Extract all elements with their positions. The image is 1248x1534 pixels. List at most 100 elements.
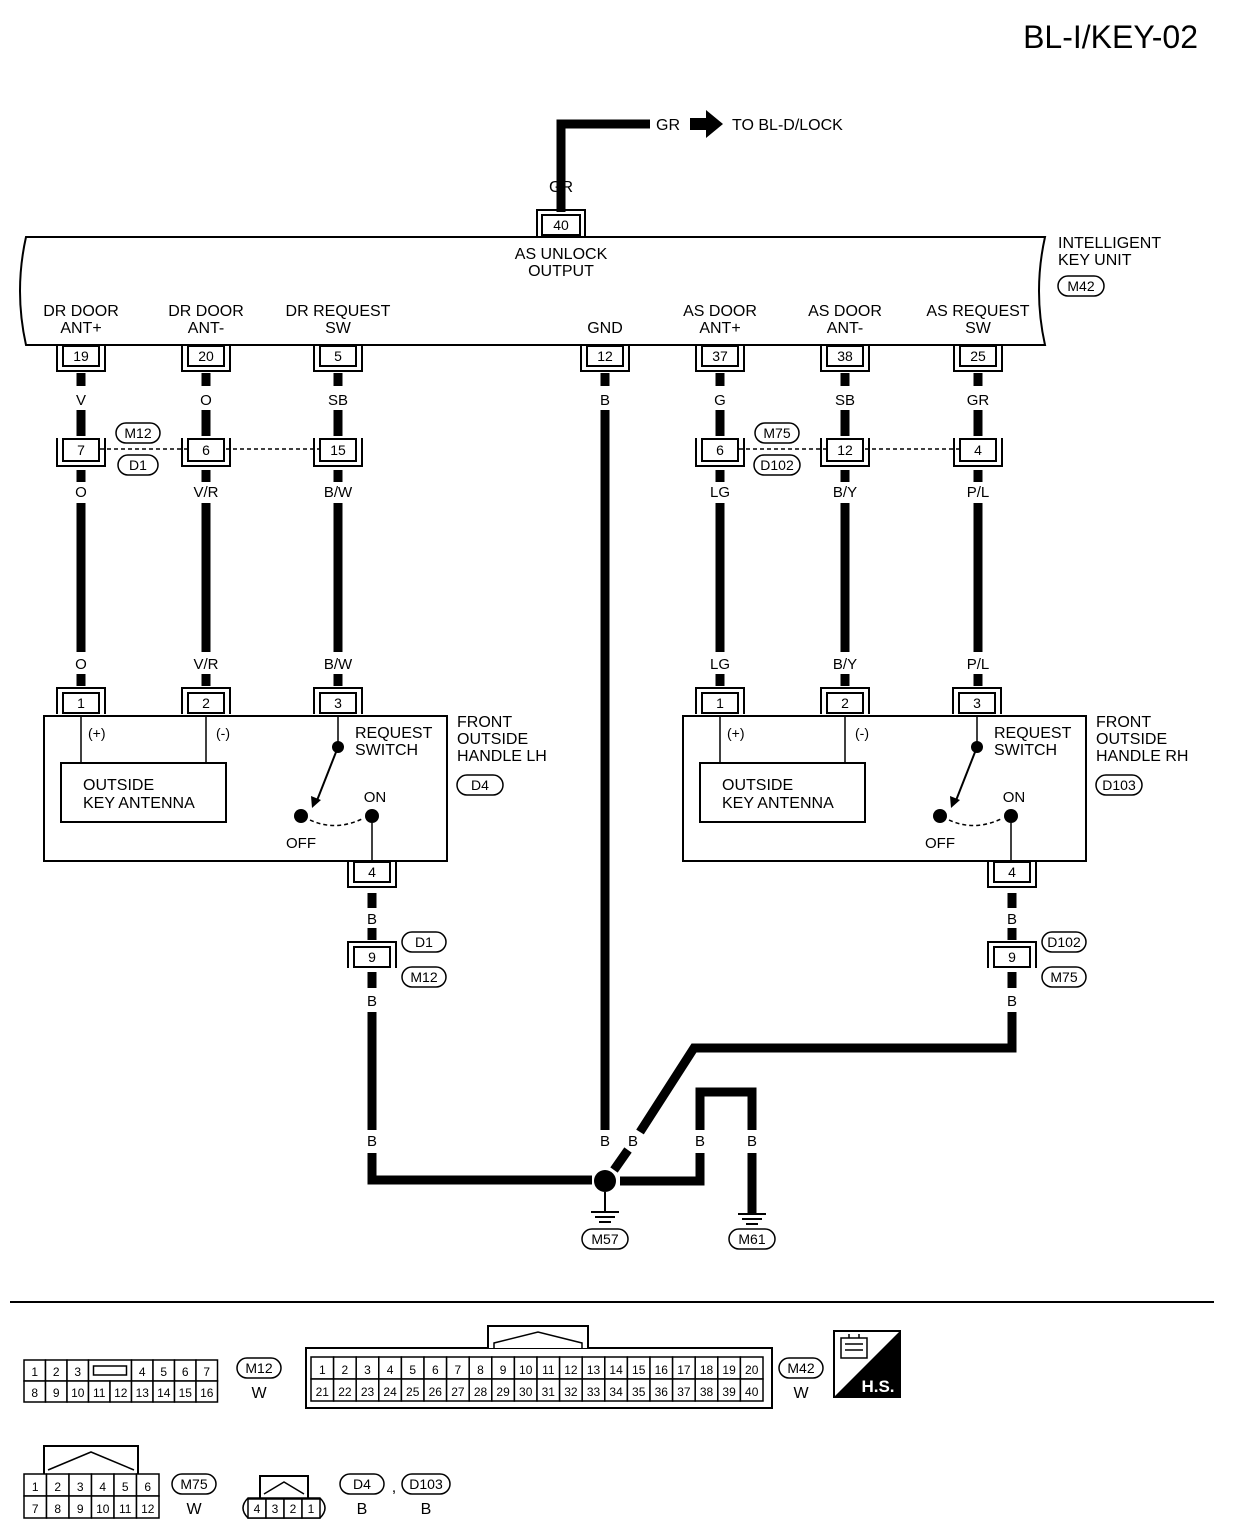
cavity-35: 35 — [626, 1378, 651, 1402]
cavity-31: 31 — [536, 1378, 561, 1402]
left-joint-pin-2: 15 — [313, 438, 363, 467]
switch-arrow-icon — [950, 796, 960, 808]
cavity-4: 4 — [130, 1359, 154, 1382]
svg-text:37: 37 — [677, 1385, 691, 1399]
cavity-15: 15 — [626, 1356, 651, 1380]
cavity-10: 10 — [90, 1495, 115, 1519]
key-antenna-label-1: OUTSIDE — [722, 777, 793, 794]
cavity-3: 3 — [355, 1356, 380, 1380]
handle-ground-pin: 4 — [987, 861, 1037, 888]
cavity-15: 15 — [173, 1380, 197, 1403]
unit-pin-20: 20 — [181, 345, 231, 372]
svg-text:14: 14 — [157, 1386, 171, 1400]
right-wire-handle-1: B/Y — [833, 656, 857, 673]
svg-text:1: 1 — [308, 1502, 315, 1516]
svg-text:4: 4 — [1008, 864, 1016, 880]
connector-tag-m42: M42 — [1057, 275, 1105, 297]
left-wire-handle-2: B/W — [324, 656, 353, 673]
svg-text:12: 12 — [564, 1363, 578, 1377]
cavity-26: 26 — [423, 1378, 448, 1402]
cavity-2: 2 — [332, 1356, 357, 1380]
cavity-36: 36 — [649, 1378, 674, 1402]
cavity-3: 3 — [265, 1498, 285, 1519]
connector-view-icon — [840, 1334, 868, 1359]
handle-name-3: HANDLE LH — [457, 748, 547, 765]
svg-text:38: 38 — [700, 1385, 714, 1399]
cavity-38: 38 — [694, 1378, 719, 1402]
switch-on-label: ON — [364, 789, 387, 806]
arrow-right-icon — [690, 110, 723, 138]
cavity-12: 12 — [558, 1356, 583, 1380]
svg-text:16: 16 — [655, 1363, 669, 1377]
cavity-19: 19 — [717, 1356, 742, 1380]
wire-b-loop-1: B — [695, 1133, 705, 1150]
output-wire-to-door-lock: GR TO BL-D/LOCK GR 40 AS UNLOCK OUTPUT — [515, 110, 843, 280]
cavity-10: 10 — [66, 1380, 90, 1403]
unit-pin-5: 5 — [313, 345, 363, 372]
minus-label: (-) — [855, 725, 869, 741]
switch-off-label: OFF — [286, 835, 316, 852]
right-joint-pin-2: 4 — [953, 438, 1003, 467]
svg-text:2: 2 — [841, 695, 849, 711]
svg-text:22: 22 — [338, 1385, 352, 1399]
cavity-11: 11 — [536, 1356, 561, 1380]
svg-text:3: 3 — [74, 1365, 81, 1379]
svg-text:18: 18 — [700, 1363, 714, 1377]
cavity-7: 7 — [23, 1495, 48, 1519]
terminal-label-6-line2: SW — [965, 320, 992, 337]
svg-text:7: 7 — [32, 1502, 39, 1516]
hs-text: H.S. — [861, 1377, 894, 1396]
ground-joint-tag-lower: M75 — [1041, 966, 1087, 988]
svg-text:12: 12 — [141, 1502, 155, 1516]
handle-name-1: FRONT — [457, 714, 512, 731]
svg-text:20: 20 — [198, 348, 214, 364]
cavity-11: 11 — [87, 1380, 111, 1403]
svg-text:3: 3 — [973, 695, 981, 711]
cavity-2: 2 — [44, 1359, 68, 1382]
svg-text:D1: D1 — [129, 457, 147, 473]
conn-color-m12: W — [251, 1385, 267, 1402]
to-door-lock-text: TO BL-D/LOCK — [732, 117, 843, 134]
ground-joint-tag-upper: D1 — [401, 931, 447, 953]
wire-color-3: B — [600, 392, 610, 409]
svg-text:24: 24 — [383, 1385, 397, 1399]
cavity-24: 24 — [378, 1378, 403, 1402]
svg-text:3: 3 — [334, 695, 342, 711]
handle-name-3: HANDLE RH — [1096, 748, 1188, 765]
latch-tab — [47, 1451, 135, 1471]
svg-text:D1: D1 — [415, 934, 433, 950]
svg-text:M75: M75 — [1050, 969, 1077, 985]
cavity-8: 8 — [468, 1356, 493, 1380]
switch-blade — [315, 746, 339, 804]
cavity-1: 1 — [301, 1498, 321, 1519]
conn-color-m75: W — [186, 1501, 202, 1518]
cavity-8: 8 — [45, 1495, 70, 1519]
left-wire-below-2: B/W — [324, 484, 353, 501]
cavity-4: 4 — [378, 1356, 403, 1380]
switch-label-2: SWITCH — [355, 742, 418, 759]
cavity-14: 14 — [604, 1356, 629, 1380]
unit-pin-37: 37 — [695, 345, 745, 372]
as-unlock-output-label-1: AS UNLOCK — [515, 246, 608, 263]
cavity-16: 16 — [195, 1380, 219, 1403]
right-wire-handle-0: LG — [710, 656, 730, 673]
svg-text:25: 25 — [970, 348, 986, 364]
svg-text:D102: D102 — [760, 457, 794, 473]
ground-splice-point — [594, 1170, 616, 1192]
svg-text:12: 12 — [597, 348, 613, 364]
key-antenna-box — [60, 762, 227, 823]
switch-travel — [948, 817, 1004, 827]
conn-separator: , — [392, 1479, 396, 1496]
conn-tag-d103: D103 — [401, 1473, 451, 1495]
cavity-23: 23 — [355, 1378, 380, 1402]
cavity-18: 18 — [694, 1356, 719, 1380]
left-wire-below-1: V/R — [193, 484, 218, 501]
svg-text:12: 12 — [837, 442, 853, 458]
terminal-label-5-line1: AS DOOR — [808, 303, 882, 320]
svg-text:6: 6 — [182, 1365, 189, 1379]
svg-text:D102: D102 — [1047, 934, 1081, 950]
joint-tag-d102: D102 — [753, 454, 801, 476]
unit-pin-38: 38 — [820, 345, 870, 372]
